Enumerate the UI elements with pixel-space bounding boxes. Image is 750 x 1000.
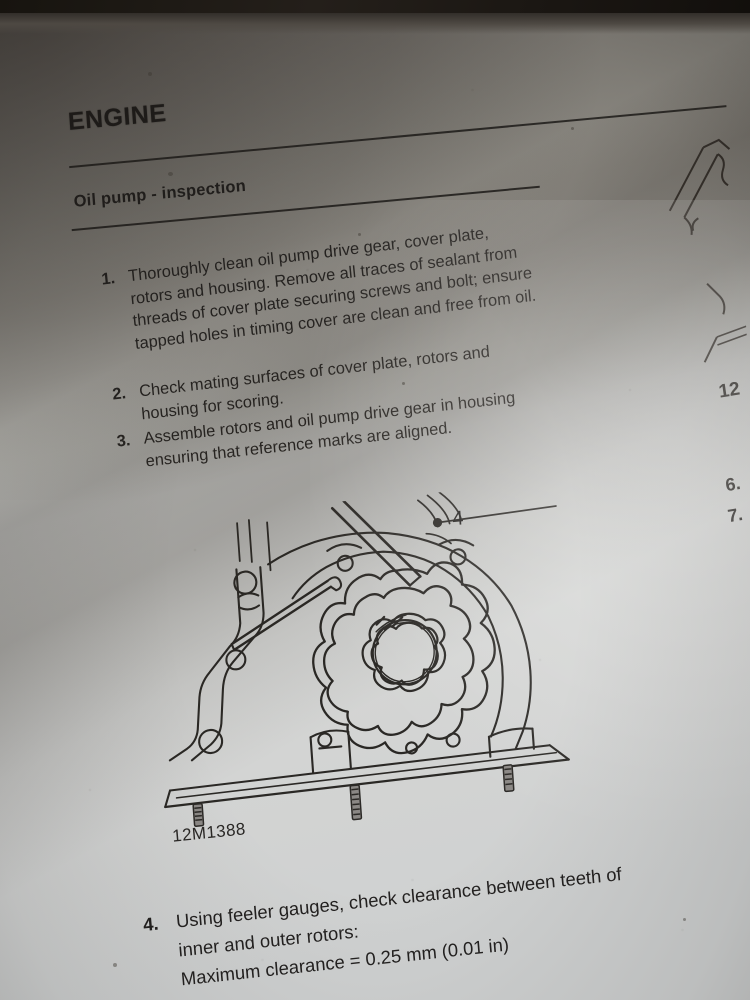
facing-page-number-fragment: 12 (717, 378, 742, 403)
procedure-step: 1. Thoroughly clean oil pump drive gear,… (100, 217, 538, 359)
dust-speck (358, 233, 361, 236)
facing-page-item-7-fragment: 7. (726, 503, 744, 527)
dust-speck (113, 963, 117, 967)
oil-pump-line-art (164, 491, 570, 827)
step-number: 3. (116, 431, 132, 451)
figure-callout-4: 4 (451, 507, 465, 531)
oil-pump-diagram (137, 482, 579, 850)
procedure-step: 4. Using feeler gauges, check clearance … (142, 855, 667, 997)
step-text: Thoroughly clean oil pump drive gear, co… (127, 223, 537, 353)
dust-speck (402, 382, 405, 385)
page-title: ENGINE (67, 98, 168, 136)
step-number: 4. (142, 912, 160, 936)
facing-page-diagram-fragment (668, 138, 748, 363)
dust-speck (168, 172, 173, 176)
facing-page-item-6-fragment: 6. (724, 473, 742, 496)
dust-speck (571, 127, 574, 130)
section-heading: Oil pump - inspection (73, 176, 247, 211)
step-number: 1. (100, 269, 116, 289)
dust-speck (683, 918, 686, 921)
title-rule (69, 105, 727, 169)
dust-speck (148, 72, 152, 76)
step-number: 2. (111, 384, 127, 404)
